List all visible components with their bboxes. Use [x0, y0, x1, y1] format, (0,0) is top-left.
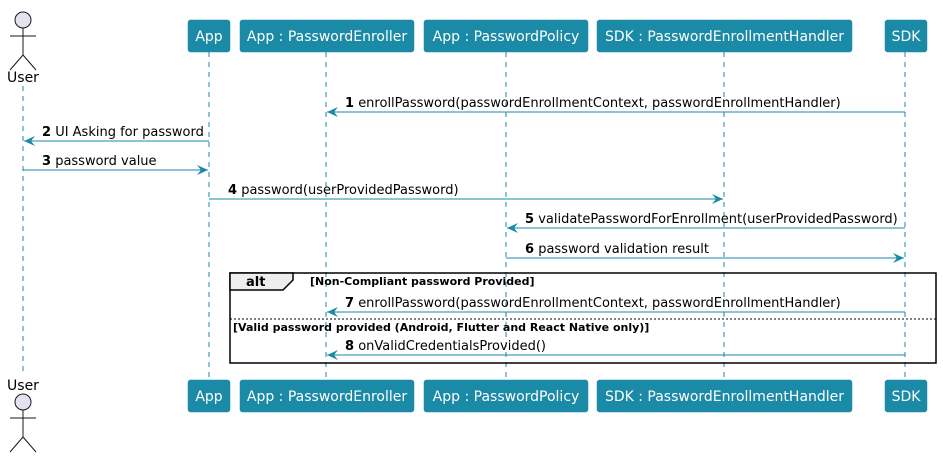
message-text: validatePasswordForEnrollment(userProvid…	[538, 212, 898, 227]
actor-body-icon	[9, 410, 37, 453]
message-label: 5 validatePasswordForEnrollment(userProv…	[525, 212, 898, 227]
participant-label: SDK : PasswordEnrollmentHandler	[605, 29, 844, 45]
message-6: 6 password validation result	[506, 242, 904, 263]
participant-label: App	[195, 389, 222, 405]
participant-box	[596, 19, 853, 53]
participant-box	[423, 19, 589, 53]
message-7: 7 enrollPassword(passwordEnrollmentConte…	[327, 296, 905, 317]
fragment-tab	[229, 272, 294, 291]
participant-label: SDK	[892, 29, 922, 45]
participant-label: SDK	[892, 389, 922, 405]
message-number: 7	[345, 296, 354, 311]
message-text: enrollPassword(passwordEnrollmentContext…	[358, 296, 841, 311]
message-1: 1 enrollPassword(passwordEnrollmentConte…	[327, 96, 905, 117]
actor-label: User	[7, 378, 39, 394]
participant-top-enroller: App : PasswordEnroller	[239, 19, 415, 53]
message-text: enrollPassword(passwordEnrollmentContext…	[358, 96, 841, 111]
message-3: 3 password value	[23, 154, 208, 175]
participant-bottom-enroller: App : PasswordEnroller	[239, 379, 415, 413]
message-4: 4 password(userProvidedPassword)	[209, 183, 723, 204]
message-label: 2 UI Asking for password	[42, 125, 204, 140]
actor-body-icon	[9, 28, 37, 71]
message-5: 5 validatePasswordForEnrollment(userProv…	[507, 212, 905, 233]
message-2: 2 UI Asking for password	[24, 125, 209, 146]
participant-label: App : PasswordPolicy	[433, 389, 580, 405]
message-8: 8 onValidCredentialsProvided()	[327, 339, 905, 360]
actor-label: User	[7, 70, 39, 86]
fragment-guard: [Valid password provided (Android, Flutt…	[233, 321, 649, 334]
participant-box	[596, 379, 853, 413]
message-number: 8	[345, 339, 354, 354]
participant-label: App	[195, 29, 222, 45]
message-label: 4 password(userProvidedPassword)	[228, 183, 459, 198]
fragment-guard: [Non-Compliant password Provided]	[310, 275, 535, 288]
fragment-label: alt	[246, 275, 265, 290]
message-label: 1 enrollPassword(passwordEnrollmentConte…	[345, 96, 841, 111]
participant-box	[884, 379, 928, 413]
actor-top-user: User	[7, 11, 39, 86]
message-number: 3	[42, 154, 51, 169]
participant-label: App : PasswordEnroller	[247, 29, 407, 45]
message-text: password validation result	[538, 242, 709, 257]
participant-label: App : PasswordPolicy	[433, 29, 580, 45]
message-number: 6	[525, 242, 534, 257]
actor-bottom-user: User	[7, 378, 39, 453]
participant-label: App : PasswordEnroller	[247, 389, 407, 405]
message-number: 4	[228, 183, 237, 198]
message-text: onValidCredentialsProvided()	[358, 339, 546, 354]
participant-box	[239, 379, 415, 413]
participant-top-app: App	[187, 19, 231, 53]
message-text: password(userProvidedPassword)	[241, 183, 458, 198]
message-label: 8 onValidCredentialsProvided()	[345, 339, 546, 354]
participant-box	[187, 379, 231, 413]
message-text: password value	[55, 154, 156, 169]
message-number: 2	[42, 125, 51, 140]
participant-bottom-policy: App : PasswordPolicy	[423, 379, 589, 413]
actor-head-icon	[14, 11, 32, 29]
message-label: 3 password value	[42, 154, 157, 169]
fragment-frame	[229, 272, 937, 364]
participant-top-handler: SDK : PasswordEnrollmentHandler	[596, 19, 853, 53]
message-number: 5	[525, 212, 534, 227]
participant-box	[423, 379, 589, 413]
participant-label: SDK : PasswordEnrollmentHandler	[605, 389, 844, 405]
participant-top-sdk: SDK	[884, 19, 928, 53]
participant-bottom-sdk: SDK	[884, 379, 928, 413]
message-label: 6 password validation result	[525, 242, 709, 257]
message-text: UI Asking for password	[55, 125, 204, 140]
participant-bottom-app: App	[187, 379, 231, 413]
actor-head-icon	[14, 393, 32, 411]
message-number: 1	[345, 96, 354, 111]
participant-bottom-handler: SDK : PasswordEnrollmentHandler	[596, 379, 853, 413]
participant-top-policy: App : PasswordPolicy	[423, 19, 589, 53]
message-label: 7 enrollPassword(passwordEnrollmentConte…	[345, 296, 841, 311]
alt-fragment: alt [Non-Compliant password Provided] [Val…	[229, 272, 937, 364]
participant-box	[187, 19, 231, 53]
participant-box	[239, 19, 415, 53]
participant-box	[884, 19, 928, 53]
